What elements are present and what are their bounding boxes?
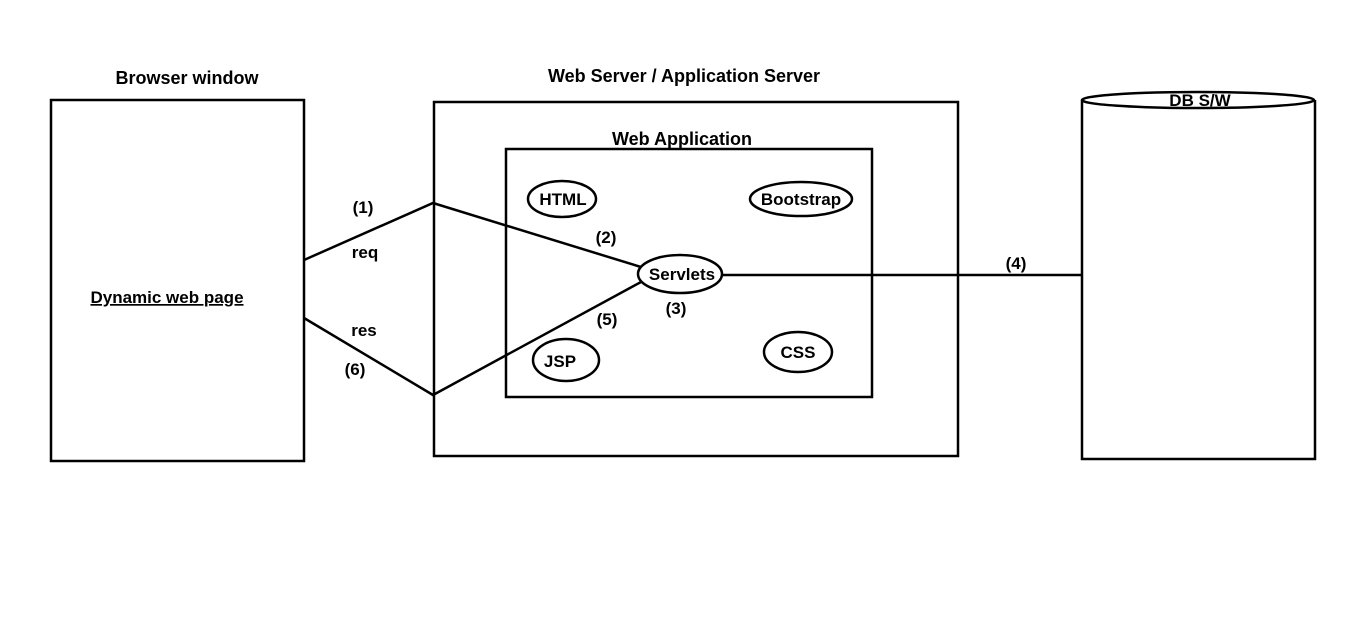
css-ellipse [762, 330, 834, 374]
step-3-label: (3) [666, 299, 687, 318]
jsp-label: JSP [544, 352, 576, 371]
web-server-box [432, 100, 960, 458]
html-node: HTML [526, 179, 598, 219]
css-label: CSS [781, 343, 816, 362]
servlets-ellipse [636, 253, 724, 295]
web-server-title: Web Server / Application Server [548, 66, 820, 86]
step-1-label: (1) [353, 198, 374, 217]
step-5-label: (5) [597, 310, 618, 329]
dynamic-web-page-label: Dynamic web page [90, 288, 243, 307]
database-top-ellipse [1080, 90, 1316, 110]
bootstrap-ellipse [748, 180, 854, 218]
web-application-box [504, 147, 874, 399]
step-6-label: (6) [345, 360, 366, 379]
html-label: HTML [539, 190, 586, 209]
response-label: res [351, 321, 377, 340]
jsp-ellipse [531, 337, 601, 383]
jsp-node: JSP [531, 337, 601, 383]
browser-window-box [49, 98, 306, 463]
servlets-node: Servlets [636, 253, 724, 295]
css-node: CSS [762, 330, 834, 374]
step-4-label: (4) [1006, 254, 1027, 273]
html-ellipse [526, 179, 598, 219]
database-cylinder [1080, 90, 1317, 461]
request-line [303, 201, 642, 269]
bootstrap-node: Bootstrap [748, 180, 854, 218]
database-label: DB S/W [1169, 91, 1231, 110]
step-2-label: (2) [596, 228, 617, 247]
response-line [303, 280, 642, 397]
servlets-label: Servlets [649, 265, 715, 284]
database-body [1080, 100, 1317, 461]
web-application-title: Web Application [612, 129, 752, 149]
request-label: req [352, 243, 378, 262]
browser-window-title: Browser window [115, 68, 259, 88]
bootstrap-label: Bootstrap [761, 190, 841, 209]
